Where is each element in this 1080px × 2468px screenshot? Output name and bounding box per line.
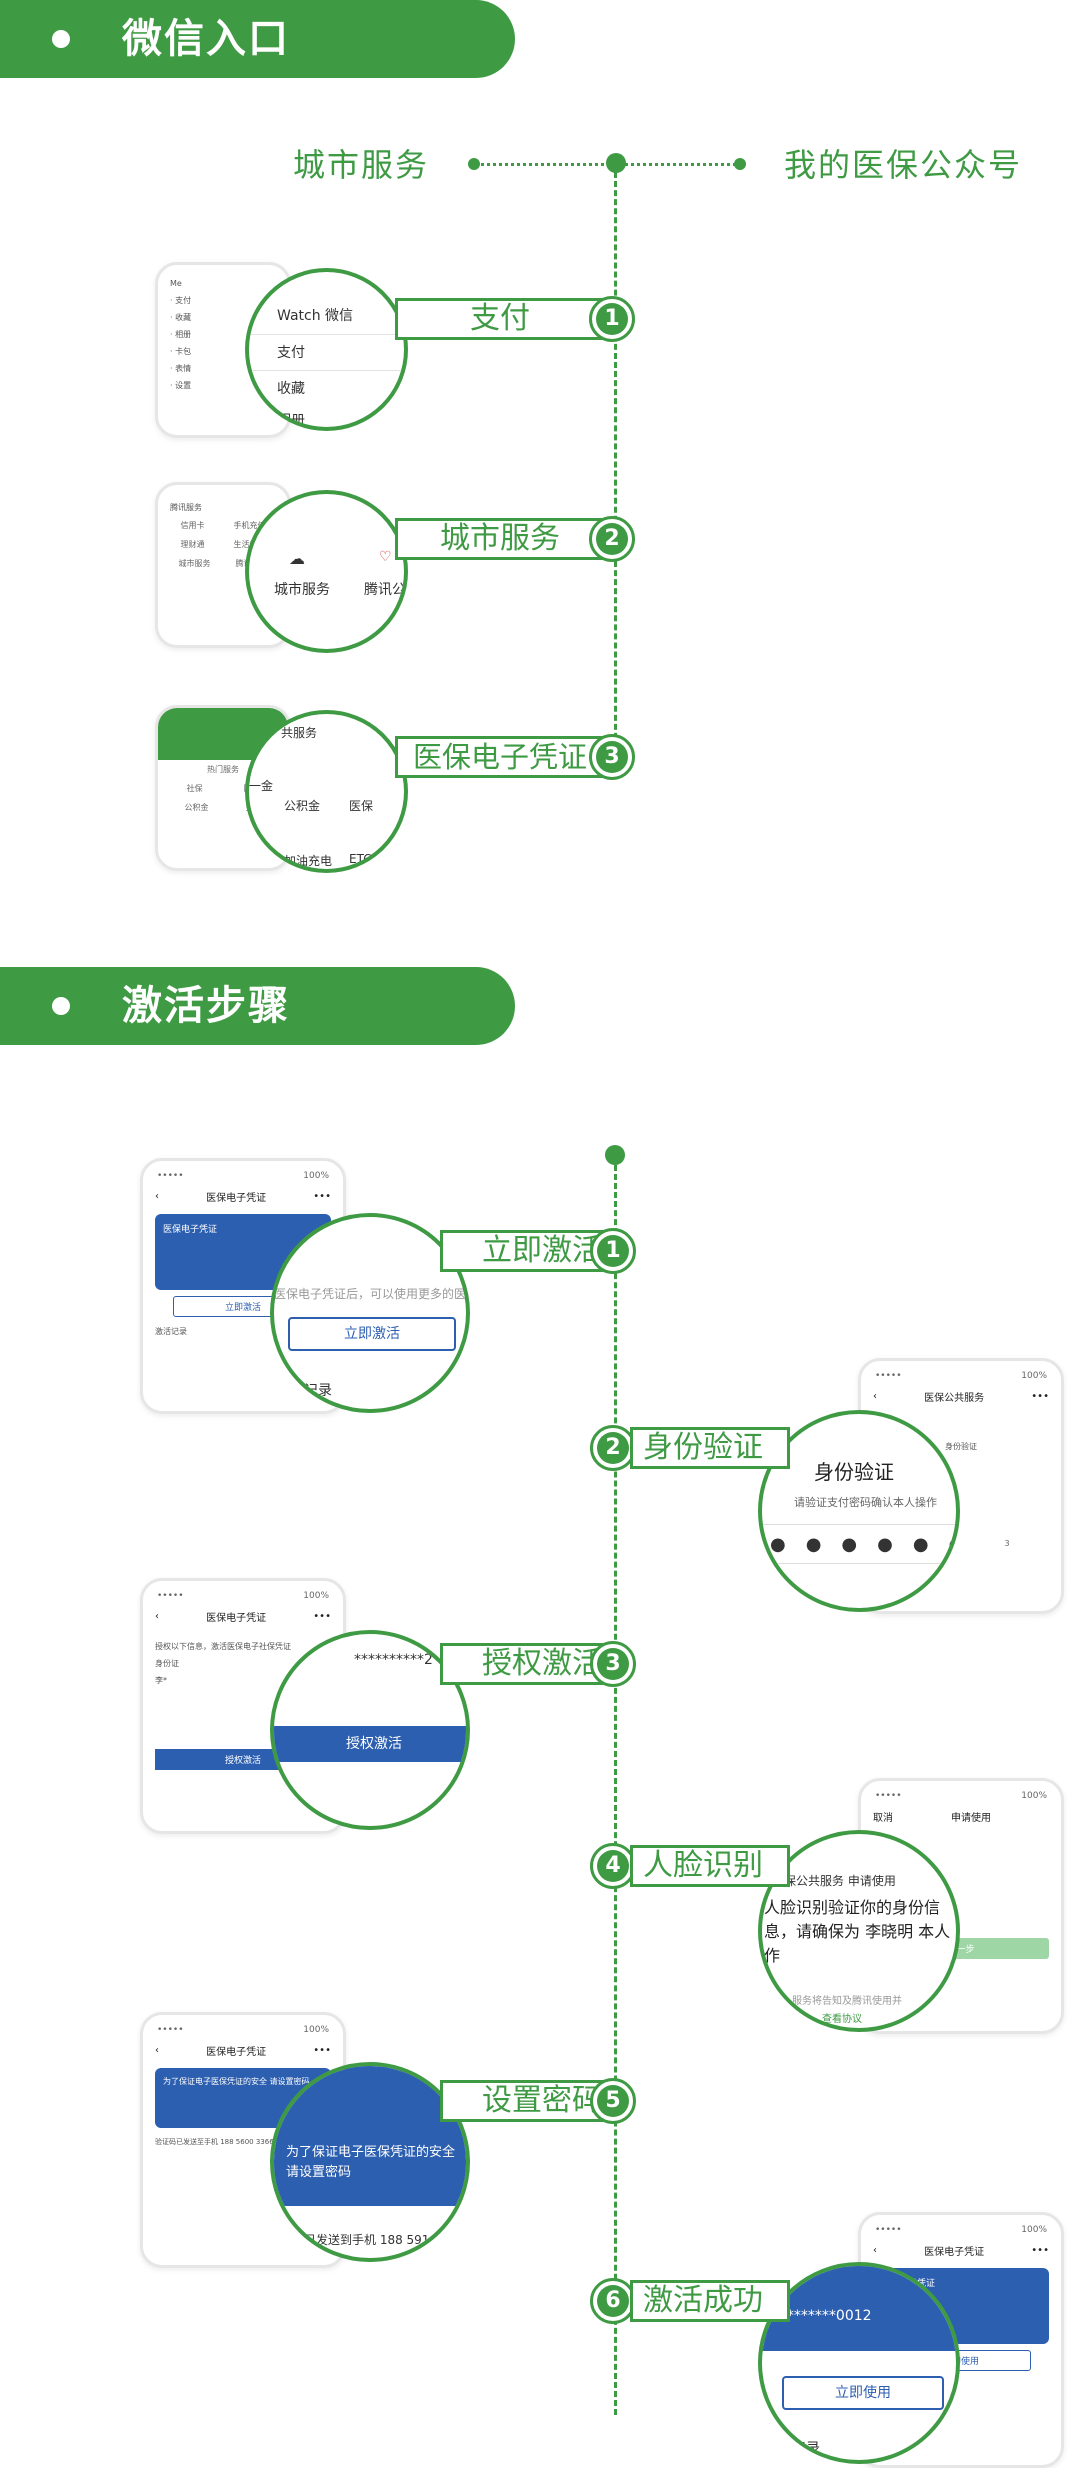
zoom-face-foot: 服务将告知及腾讯使用并: [792, 1996, 902, 2007]
timeline-entry: [614, 172, 617, 757]
step-label: 城市服务: [395, 518, 605, 560]
step-number: 1: [597, 1235, 629, 1267]
zoom-face-line3: 作: [764, 1946, 781, 1965]
phone-name: 李*: [155, 1676, 167, 1685]
activation-step-6: 6 激活成功: [590, 2278, 790, 2324]
zoom-circle-password: 为了保证电子医保凭证的安全 请设置密码 已发送到手机 188 591: [270, 2062, 470, 2262]
step-number: 4: [597, 1850, 629, 1882]
zoom-text-tencent: 腾讯公益: [364, 582, 406, 598]
step-number: 1: [596, 303, 628, 335]
heart-icon: ♡: [379, 549, 392, 565]
step-label: 授权激活: [440, 1643, 615, 1685]
zoom-text-mask: **********2: [354, 1652, 433, 1668]
section-banner-entry: 微信入口: [0, 0, 515, 78]
step-label: 人脸识别: [630, 1845, 790, 1887]
zoom-circle-med-card: 共服务 一金 公积金 医保 加油充电 ETC: [245, 710, 408, 873]
zoom-face-head: 医保公共服务 申请使用: [772, 1874, 896, 1888]
zoom-circle-face: 医保公共服务 申请使用 人脸识别验证你的身份信 息，请确保为 李晓明 本人 作 …: [758, 1830, 960, 2032]
step-number: 2: [597, 1432, 629, 1464]
zoom-text-desc: 医保电子凭证后，可以使用更多的医保: [274, 1287, 470, 1301]
activation-step-1: 立即激活 1: [440, 1228, 645, 1274]
zoom-text-more: 一金: [249, 779, 274, 793]
zoom-text-etc: ETC: [349, 852, 372, 866]
path-dot-center: [606, 153, 626, 173]
zoom-text-album: 相册: [277, 413, 305, 429]
zoom-text-city: 城市服务: [274, 582, 330, 598]
zoom-circle-city: ☁ ♡ 城市服务 腾讯公益: [245, 490, 408, 653]
zoom-circle-activate: 医保电子凭证后，可以使用更多的医保 立即激活 记录: [270, 1213, 470, 1413]
entry-step-2: 城市服务 2: [395, 516, 645, 562]
section-title: 微信入口: [122, 16, 290, 62]
step-label: 身份验证: [630, 1427, 790, 1469]
zoom-activate-button: 立即激活: [288, 1317, 456, 1351]
step-label: 设置密码: [440, 2080, 615, 2122]
password-dots: ●●●●●●: [762, 1524, 956, 1564]
phone-title: 医保电子凭证: [206, 1613, 267, 1624]
step-label: 立即激活: [440, 1230, 615, 1272]
step-number: 6: [597, 2285, 629, 2317]
phone-auth-text: 授权以下信息，激活医保电子社保凭证: [155, 1642, 291, 1651]
timeline-activation: [614, 1165, 617, 2415]
entry-step-3: 医保电子凭证 3: [395, 734, 645, 780]
zoom-face-line2: 息，请确保为 李晓明 本人: [764, 1922, 951, 1941]
path-dot-left: [468, 158, 480, 170]
zoom-success-record: 记录: [792, 2441, 820, 2457]
activation-step-2: 2 身份验证: [590, 1425, 790, 1471]
phone-title: 医保公共服务: [924, 1393, 985, 1404]
zoom-password-line2: 请设置密码: [286, 2165, 352, 2180]
phone-title: 申请使用: [951, 1813, 991, 1824]
key-3: 3: [1004, 1539, 1010, 1548]
zoom-verify-title: 身份验证: [814, 1460, 894, 1484]
entry-step-1: 支付 1: [395, 296, 645, 342]
activation-step-4: 4 人脸识别: [590, 1843, 790, 1889]
zoom-text-fav: 收藏: [277, 381, 305, 397]
zoom-text-public: 共服务: [281, 726, 318, 740]
zoom-face-agree: 查看协议: [822, 2014, 862, 2025]
phone-title: 医保电子凭证: [206, 2047, 267, 2058]
zoom-use-button: 立即使用: [782, 2376, 944, 2410]
zoom-authorize-button: 授权激活: [274, 1726, 466, 1762]
zoom-password-line1: 为了保证电子医保凭证的安全: [286, 2145, 456, 2160]
step-label: 激活成功: [630, 2280, 790, 2322]
step-number: 3: [597, 1648, 629, 1680]
step-number: 2: [596, 523, 628, 555]
zoom-text-pay: 支付: [277, 345, 305, 361]
phone-title: 医保电子凭证: [924, 2247, 985, 2258]
phone-title: 医保电子凭证: [206, 1193, 267, 1204]
step-number: 5: [597, 2085, 629, 2117]
timeline-start-dot: [605, 1145, 625, 1165]
zoom-face-line1: 人脸识别验证你的身份信: [764, 1898, 941, 1917]
step-number: 3: [596, 741, 628, 773]
phone-record: 激活记录: [155, 1327, 187, 1336]
zoom-text-charge: 加油充电: [284, 854, 333, 868]
step-label: 支付: [395, 298, 605, 340]
section-banner-activation: 激活步骤: [0, 967, 515, 1045]
activation-step-3: 授权激活 3: [440, 1641, 645, 1687]
zoom-circle-success: 5*********0012 立即使用 记录: [758, 2262, 960, 2464]
activation-step-5: 设置密码 5: [440, 2078, 645, 2124]
path-right-label: 我的医保公众号: [784, 146, 1023, 184]
zoom-verify-hint: 请验证支付密码确认本人操作: [794, 1496, 937, 1509]
bullet-icon: [52, 30, 70, 48]
phone-id-type: 身份证: [155, 1659, 179, 1668]
zoom-circle-authorize: **********2 授权激活: [270, 1630, 470, 1830]
phone-cancel: 取消: [873, 1813, 893, 1824]
zoom-password-sent: 已发送到手机 188 591: [304, 2233, 430, 2247]
path-dot-right: [734, 158, 746, 170]
zoom-text-record: 记录: [304, 1383, 332, 1399]
zoom-circle-verify: 身份验证 请验证支付密码确认本人操作 ●●●●●●: [758, 1410, 960, 1612]
phone-sent: 验证码已发送至手机 188 5600 3366: [155, 2138, 274, 2146]
cloud-icon: ☁: [289, 549, 305, 568]
zoom-text-med: 医保: [349, 799, 374, 813]
bullet-icon: [52, 997, 70, 1015]
section-title: 激活步骤: [122, 983, 290, 1029]
phone-subtitle: 身份验证: [945, 1442, 977, 1451]
zoom-circle-pay: Watch 微信 支付 收藏 相册: [245, 268, 408, 431]
zoom-success-card: 5*********0012: [764, 2308, 872, 2324]
zoom-text-watch: Watch 微信: [277, 308, 354, 324]
zoom-text-fund: 公积金: [284, 799, 321, 813]
step-label: 医保电子凭证: [395, 736, 605, 778]
path-left-label: 城市服务: [293, 146, 430, 184]
